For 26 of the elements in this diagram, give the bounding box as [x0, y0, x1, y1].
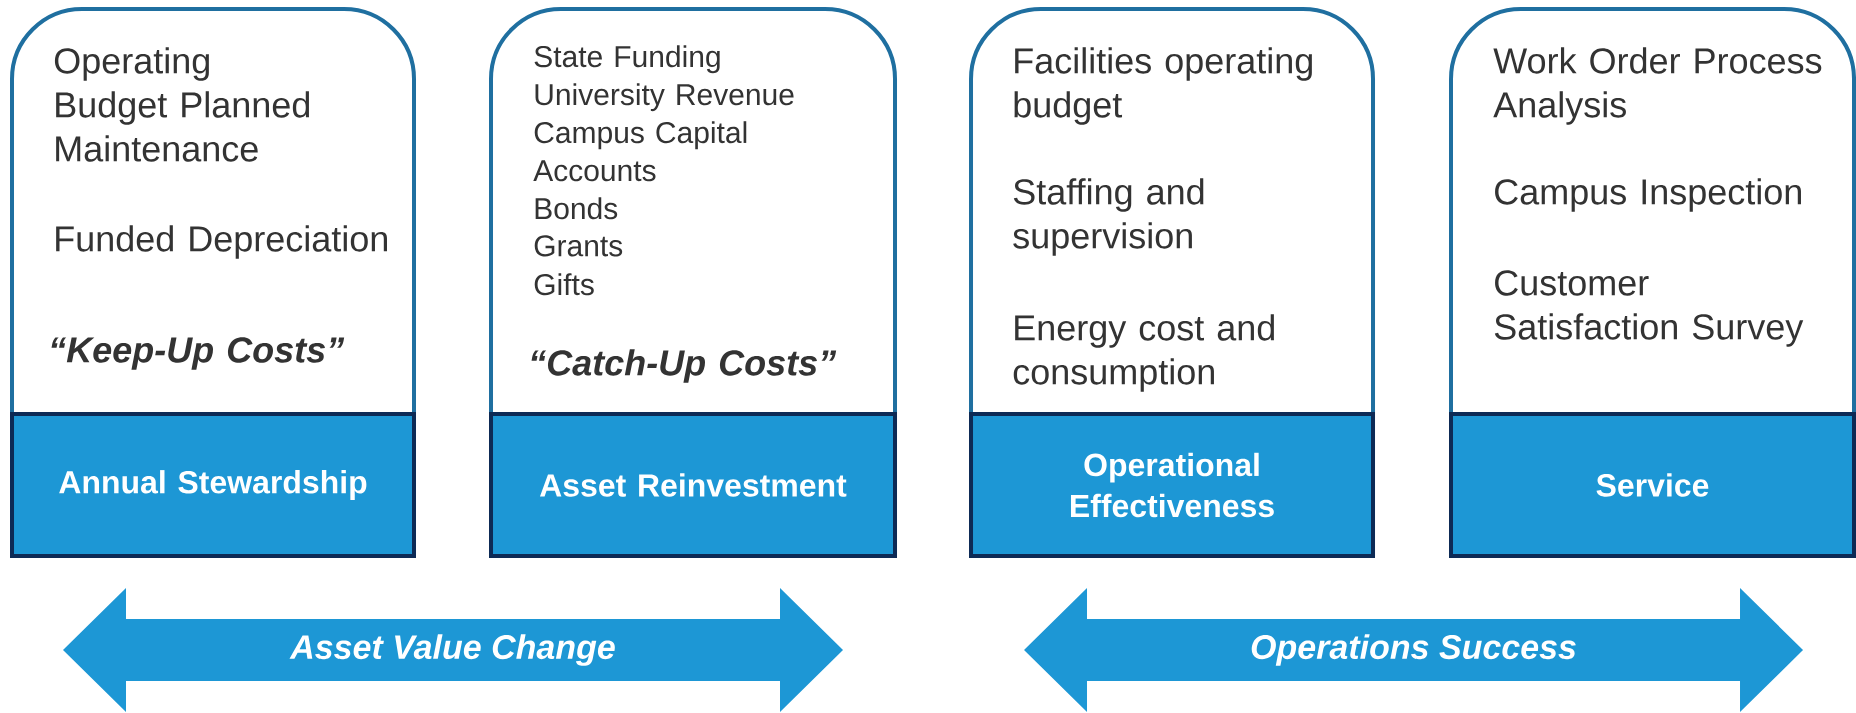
category-box: Service — [1449, 412, 1856, 558]
double-arrow-band: Operations Success — [1024, 588, 1803, 712]
item-text: Energy cost and consumption — [1013, 314, 1274, 392]
item-text: Gifts — [534, 273, 594, 296]
item-text: Operating Budget Planned Maintenance — [54, 47, 310, 162]
item-text: Campus Capital Accounts — [533, 121, 747, 182]
item-text: Customer Satisfaction Survey — [1494, 270, 1804, 347]
item-text: University Revenue — [535, 83, 794, 112]
item-text: Work Order Process Analysis — [1493, 47, 1822, 125]
category-box: Operational Effectiveness — [969, 412, 1375, 558]
item-text: Campus Inspection — [1495, 178, 1801, 212]
list-card — [489, 7, 897, 414]
item-text: Bonds — [535, 197, 618, 220]
item-text: State Funding — [534, 45, 720, 74]
list-card — [1449, 7, 1856, 414]
list-card — [969, 7, 1375, 414]
double-arrow-band: Asset Value Change — [63, 588, 843, 712]
category-box: Asset Reinvestment — [489, 412, 897, 558]
list-card — [10, 7, 416, 414]
item-text: Facilities operating budget — [1014, 47, 1312, 125]
item-text: Grants — [534, 235, 623, 257]
tagline: “Keep-Up Costs” — [51, 337, 345, 370]
tagline: “Catch-Up Costs” — [531, 349, 837, 383]
item-text: Funded Depreciation — [56, 225, 387, 259]
category-box: Annual Stewardship — [10, 412, 416, 558]
item-text: Staffing and supervision — [1013, 178, 1204, 256]
